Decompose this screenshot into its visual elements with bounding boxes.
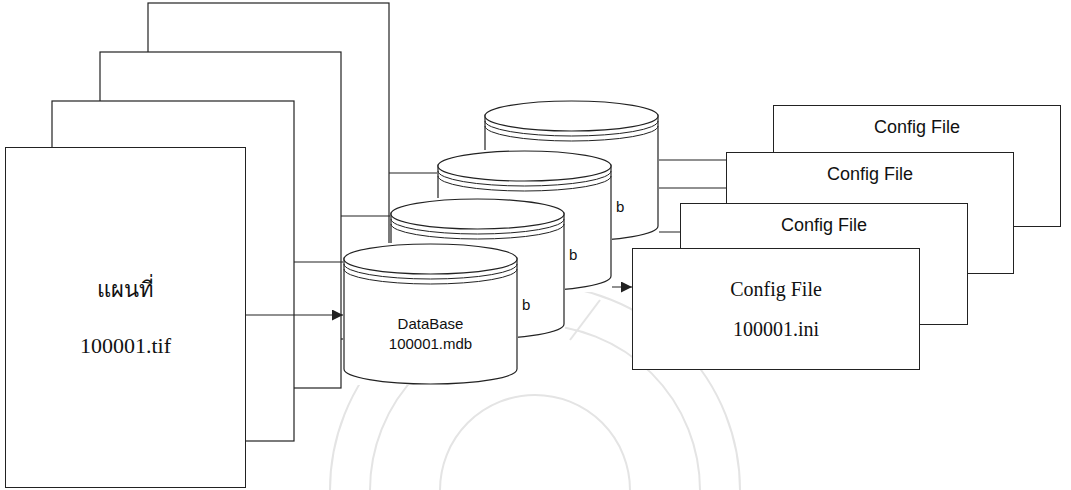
config-label: 100001.ini (733, 317, 819, 341)
map-label: 100001.tif (80, 333, 171, 359)
database-label: 100001.mdb (343, 335, 518, 353)
config-label: Config File (730, 277, 822, 301)
database-label: b (616, 198, 659, 216)
database-label: DataBase (343, 315, 518, 333)
map-label: แผนที่ (97, 277, 154, 303)
config-label: Config File (727, 163, 1013, 185)
cylinder-outline (343, 243, 518, 385)
map-page: แผนที่ 100001.tif (5, 147, 246, 488)
database-label: b (522, 296, 565, 314)
config-file-box: Config File 100001.ini (632, 248, 920, 370)
database-cylinder: DataBase 100001.mdb (343, 243, 518, 385)
database-label: b (569, 246, 612, 264)
config-label: Config File (681, 214, 967, 236)
config-label: Config File (774, 116, 1060, 138)
connector-arrow (246, 314, 343, 315)
